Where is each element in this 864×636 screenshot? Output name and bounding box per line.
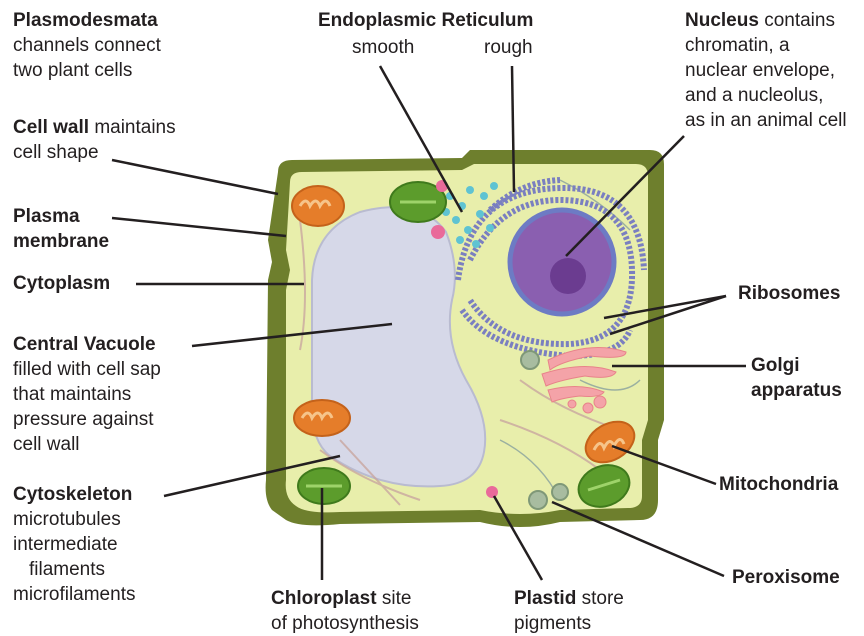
label-plasmodesmata: Plasmodesmata channels connect two plant… xyxy=(13,8,161,83)
peroxisome-shape xyxy=(552,484,568,500)
plasmodesmata-line1: channels connect xyxy=(13,33,161,58)
cell-wall-title: Cell wall xyxy=(13,117,89,138)
plasmodesmata-line2: two plant cells xyxy=(13,58,161,83)
label-peroxisome: Peroxisome xyxy=(732,565,840,590)
label-cytoskeleton: Cytoskeleton microtubules intermediate f… xyxy=(13,482,135,607)
label-er-rough: rough xyxy=(484,35,533,60)
peroxisome-shape xyxy=(529,491,547,509)
cytoskeleton-line4: microfilaments xyxy=(13,582,135,607)
cytoskeleton-line1: microtubules xyxy=(13,507,135,532)
plastid-shape xyxy=(486,486,498,498)
plastid-line2: pigments xyxy=(514,611,624,636)
label-plasma-membrane: Plasma membrane xyxy=(13,204,109,254)
golgi-line1: Golgi xyxy=(751,353,842,378)
cytoskeleton-title: Cytoskeleton xyxy=(13,482,135,507)
nucleus-desc: contains xyxy=(764,10,835,31)
nucleus-line3: and a nucleolus, xyxy=(685,83,847,108)
er-rough: rough xyxy=(484,37,533,58)
label-cell-wall: Cell wall maintains cell shape xyxy=(13,115,176,165)
cell-wall-desc: maintains xyxy=(94,117,175,138)
plastid-title: Plastid xyxy=(514,588,576,609)
peroxisome-shape xyxy=(521,351,539,369)
label-ribosomes: Ribosomes xyxy=(738,281,840,306)
chloroplast-desc: site xyxy=(382,588,412,609)
chloroplast-title: Chloroplast xyxy=(271,588,377,609)
plastid-desc: store xyxy=(582,588,624,609)
nucleus-title: Nucleus xyxy=(685,10,759,31)
central-vacuole-title: Central Vacuole xyxy=(13,332,161,357)
central-vacuole-line4: cell wall xyxy=(13,432,161,457)
cytoplasm-title: Cytoplasm xyxy=(13,273,110,294)
plasma-membrane-line2: membrane xyxy=(13,229,109,254)
cell-wall-line2: cell shape xyxy=(13,140,176,165)
nucleus-line2: nuclear envelope, xyxy=(685,58,847,83)
vesicle-shape xyxy=(431,225,445,239)
chloroplast-line2: of photosynthesis xyxy=(271,611,419,636)
central-vacuole-line3: pressure against xyxy=(13,407,161,432)
label-er: Endoplasmic Reticulum xyxy=(318,8,533,33)
plasmodesmata-title: Plasmodesmata xyxy=(13,8,161,33)
peroxisome-title: Peroxisome xyxy=(732,567,840,588)
label-central-vacuole: Central Vacuole filled with cell sap tha… xyxy=(13,332,161,457)
mitochondria-title: Mitochondria xyxy=(719,474,838,495)
plasma-membrane-line1: Plasma xyxy=(13,204,109,229)
label-golgi: Golgi apparatus xyxy=(751,353,842,403)
er-title: Endoplasmic Reticulum xyxy=(318,8,533,33)
label-chloroplast: Chloroplast site of photosynthesis xyxy=(271,586,419,636)
label-mitochondria: Mitochondria xyxy=(719,472,838,497)
label-cytoplasm: Cytoplasm xyxy=(13,271,110,296)
nucleolus-shape xyxy=(550,258,586,294)
cytoskeleton-line3: filaments xyxy=(13,557,135,582)
label-er-smooth: smooth xyxy=(352,35,414,60)
er-smooth: smooth xyxy=(352,37,414,58)
ribosomes-title: Ribosomes xyxy=(738,283,840,304)
central-vacuole-line1: filled with cell sap xyxy=(13,357,161,382)
central-vacuole-line2: that maintains xyxy=(13,382,161,407)
nucleus-line1: chromatin, a xyxy=(685,33,847,58)
label-nucleus: Nucleus contains chromatin, a nuclear en… xyxy=(685,8,847,133)
nucleus-line4: as in an animal cell xyxy=(685,108,847,133)
label-plastid: Plastid store pigments xyxy=(514,586,624,636)
cytoskeleton-line2: intermediate xyxy=(13,532,135,557)
golgi-line2: apparatus xyxy=(751,378,842,403)
